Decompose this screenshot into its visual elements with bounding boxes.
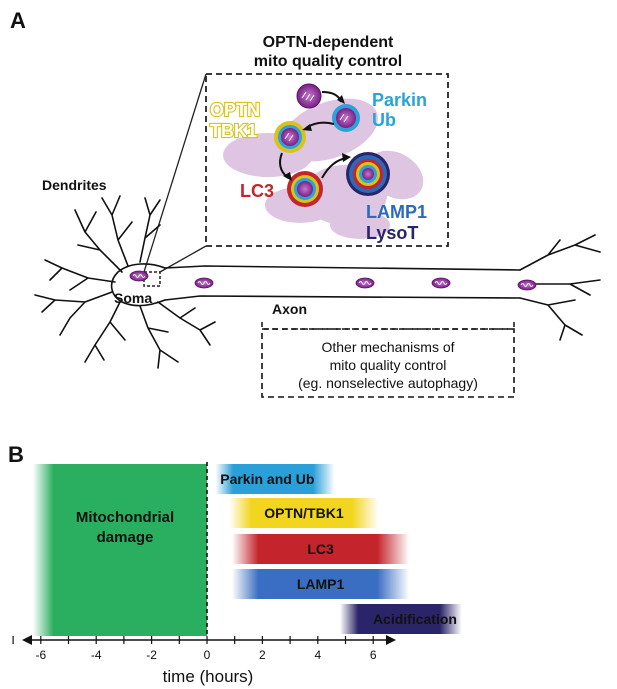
label-parkin: Parkin [372,90,427,110]
axis-tick-label: -2 [146,648,157,662]
axis-tick-label: 0 [204,648,211,662]
axis-arrow-right [386,635,396,645]
label-lysot: LysoT [366,223,418,243]
bar-optn-tbk1 [229,498,379,528]
label-dendrites: Dendrites [42,177,107,193]
zoom-title-line1: OPTN-dependent [263,34,394,51]
label-axon: Axon [272,301,307,317]
damage-label-line1: Mitochondrial [76,509,174,526]
axis-tick-label: -4 [91,648,102,662]
mito-axon-1 [194,277,214,289]
mito-axon-2 [355,277,375,289]
label-lamp1: LAMP1 [366,202,427,222]
label-ub: Ub [372,110,396,130]
zoom-box [205,73,449,247]
timeline: Mitochondrial damage Parkin and Ub OPTN/TBK… [12,462,462,686]
panel-b-label: B [8,442,24,467]
mito-lysosome [346,152,390,196]
cycle-arrowheads [283,95,351,181]
other-line2: mito quality control [330,357,447,373]
damage-region [32,464,207,636]
damage-label-line2: damage [97,529,154,546]
label-lc3: LC3 [240,181,274,201]
panel-a-label: A [10,8,26,33]
bar-acidification [339,604,462,634]
bar-parkin-and-ub [215,464,335,494]
bar-lamp1 [231,569,410,599]
axis-tick-label: 2 [259,648,266,662]
other-mechanisms-box [261,328,515,398]
bar-label-acidification: Acidification [373,611,457,627]
bar-label-lc3: LC3 [307,541,334,557]
zoom-title-line2: mito quality control [254,53,402,70]
axis-title: time (hours) [163,667,254,686]
neuron [34,195,601,369]
label-optn: OPTN [210,100,260,120]
mito-lc3 [287,171,323,207]
label-soma: Soma [114,290,152,306]
other-line1: Other mechanisms of [321,339,454,355]
zoom-connector-left [143,73,207,273]
mito-soma [129,270,149,282]
mito-healthy [296,83,322,109]
axis-tick-label: -6 [35,648,46,662]
other-line3: (eg. nonselective autophagy) [298,375,478,391]
bar-label-lamp1: LAMP1 [297,576,345,592]
label-tbk1: TBK1 [210,121,257,141]
axis-tick-label: 6 [370,648,377,662]
bar-lc3 [231,534,410,564]
bar-label-optn-tbk1: OPTN/TBK1 [264,505,344,521]
axis-arrow-left [22,635,32,645]
mito-optn [274,121,306,153]
mito-axon-3 [431,277,451,289]
axis-tick-label: 4 [314,648,321,662]
axon-bracket [261,322,515,330]
mito-parkin [332,104,360,132]
bar-label-parkin-and-ub: Parkin and Ub [220,471,314,487]
mito-axon-4 [517,279,537,291]
